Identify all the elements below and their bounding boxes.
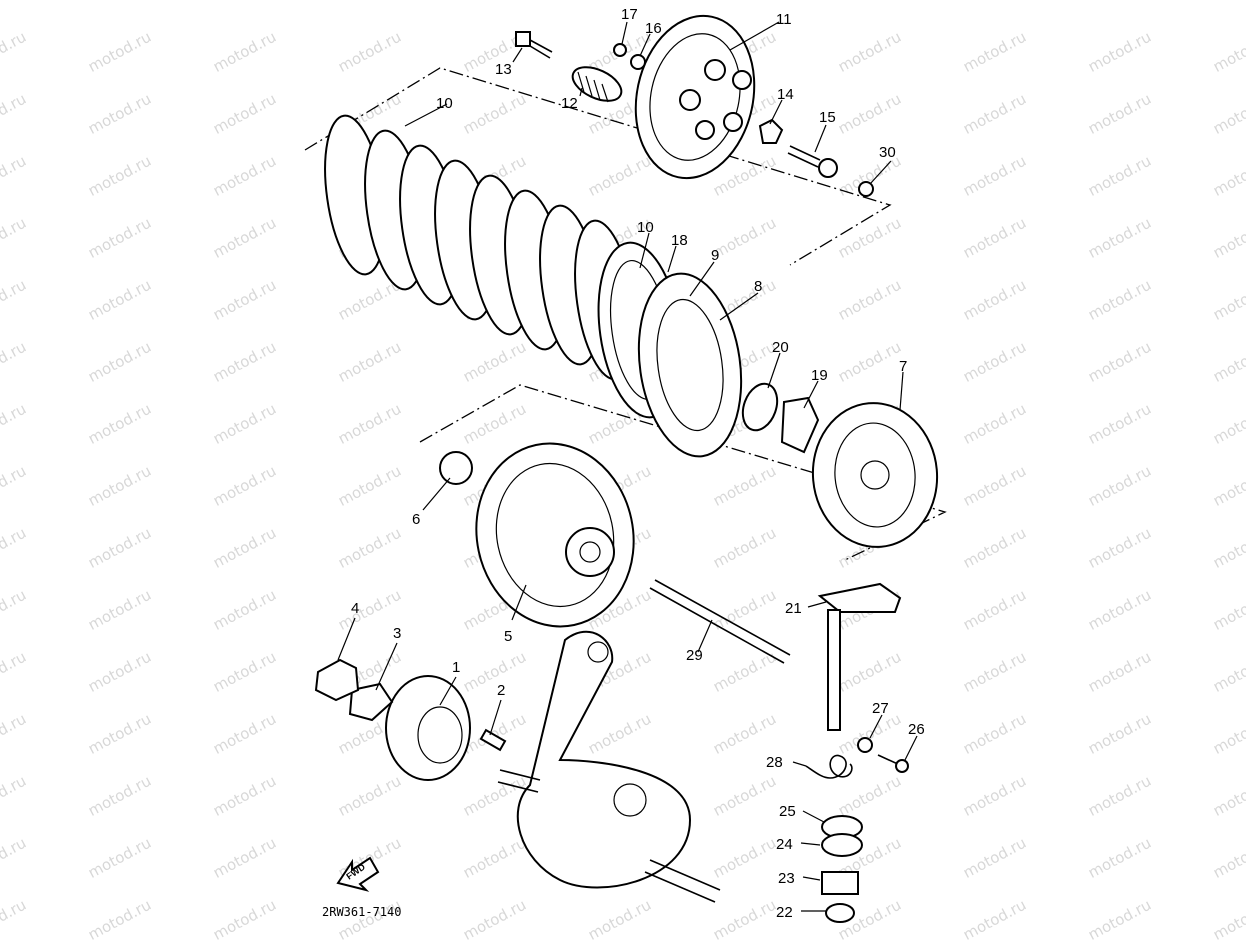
callout-12: 12 (561, 95, 578, 112)
callout-3: 3 (393, 625, 401, 642)
locknut-14 (758, 118, 784, 144)
callout-25: 25 (779, 803, 796, 820)
screw-26 (877, 754, 909, 773)
lock-washer-3 (348, 682, 394, 722)
ball-30 (858, 181, 874, 197)
callout-28: 28 (766, 754, 783, 771)
callout-4: 4 (351, 600, 359, 617)
clutch-spring-bolt (515, 31, 553, 59)
callout-1: 1 (452, 659, 460, 676)
callout-8: 8 (754, 278, 762, 295)
callout-7: 7 (899, 358, 907, 375)
callout-14: 14 (777, 86, 794, 103)
thrust-washer-6 (439, 451, 473, 485)
clutch-housing (475, 442, 635, 628)
pressure-plate (634, 14, 756, 180)
primary-drive-gear (385, 675, 471, 781)
push-rod-adjuster (787, 145, 838, 178)
callout-21: 21 (785, 600, 802, 617)
clutch-plate-stack (324, 114, 743, 458)
lock-washer-19 (780, 396, 820, 454)
clutch-spring (571, 66, 623, 103)
push-rod (649, 579, 791, 664)
callout-30: 30 (879, 144, 896, 161)
callout-26: 26 (908, 721, 925, 738)
callout-9: 9 (711, 247, 719, 264)
push-lever-shaft (817, 582, 902, 731)
fwd-arrow-icon: FWD (336, 856, 380, 892)
callout-15: 15 (819, 109, 836, 126)
nut-4 (314, 658, 360, 702)
clutch-boss (811, 402, 939, 548)
leader-lines (337, 21, 918, 912)
callout-22: 22 (776, 904, 793, 921)
callout-27: 27 (872, 700, 889, 717)
callout-13: 13 (495, 61, 512, 78)
assembly-boundary-middle (419, 384, 947, 561)
callout-5: 5 (504, 628, 512, 645)
diagram-code: 2RW361-7140 (322, 905, 401, 919)
callout-17: 17 (621, 6, 638, 23)
callout-6: 6 (412, 511, 420, 528)
straight-key (479, 728, 507, 752)
thrust-washer (741, 382, 779, 432)
callout-19: 19 (811, 367, 828, 384)
callout-20: 20 (772, 339, 789, 356)
callout-labels: 1 2 3 4 5 6 7 8 9 10 10 11 12 13 14 15 1… (351, 6, 925, 921)
callout-10-lower: 10 (637, 219, 654, 236)
bushing-22 (825, 903, 855, 923)
needle-bearing-23 (821, 871, 859, 895)
washer-27 (857, 737, 873, 753)
crankshaft (497, 630, 721, 903)
callout-24: 24 (776, 836, 793, 853)
callout-29: 29 (686, 647, 703, 664)
washer-24 (821, 833, 863, 857)
callout-16: 16 (645, 20, 662, 37)
callout-18: 18 (671, 232, 688, 249)
callout-2: 2 (497, 682, 505, 699)
callout-11: 11 (776, 11, 792, 28)
return-spring-28 (805, 754, 853, 779)
callout-10-upper: 10 (436, 95, 453, 112)
callout-23: 23 (778, 870, 795, 887)
washer-17 (613, 43, 627, 57)
nut-16 (630, 54, 646, 70)
